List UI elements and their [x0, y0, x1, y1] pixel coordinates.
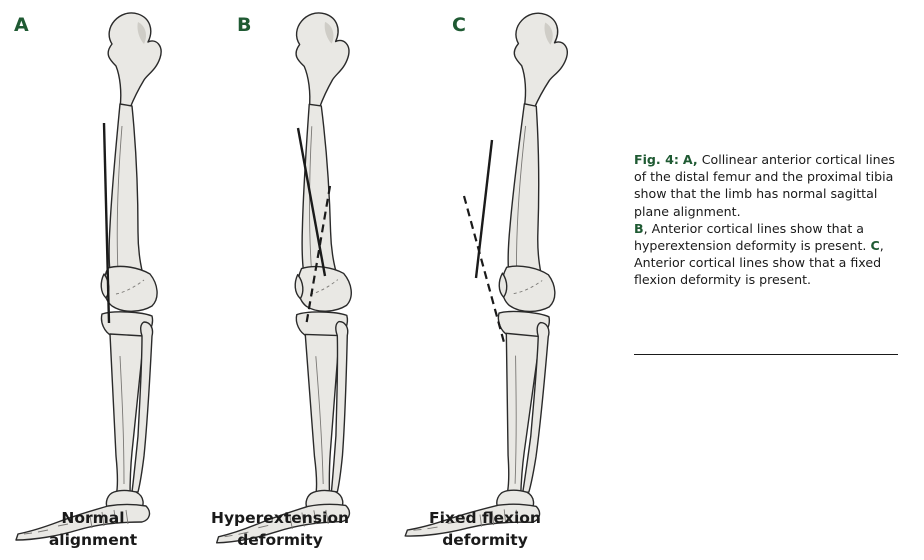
caption-fig-label: Fig. 4: [634, 152, 679, 167]
label-c-line2: deformity [442, 531, 528, 549]
label-fixed-flexion-deformity: Fixed flexion deformity [395, 507, 575, 551]
caption-letter-a: A, [682, 152, 698, 167]
caption-text-a: Collinear anterior cortical lines of the… [634, 152, 895, 219]
femoral-cortical-line-c [474, 139, 494, 279]
figure-caption: Fig. 4: A, Collinear anterior cortical l… [634, 151, 902, 289]
panel-letter-b: B [237, 14, 252, 36]
label-a-line2: alignment [48, 531, 138, 549]
leg-fixed-flexion [404, 8, 570, 542]
caption-text-c: , Anterior cortical lines show that a fi… [634, 238, 884, 288]
anterior-cortical-line-a [102, 122, 111, 324]
leg-normal [15, 12, 162, 541]
panel-letter-c: C [452, 14, 466, 36]
label-b-line1: Hyperextension [210, 509, 350, 527]
tibial-cortical-line-b [304, 185, 332, 327]
caption-text-b: , Anterior cortical lines show that a hy… [634, 220, 867, 254]
femoral-cortical-line-b [296, 127, 327, 277]
label-normal-alignment: Normal alignment [3, 507, 183, 551]
caption-divider [634, 354, 898, 355]
label-hyperextension-deformity: Hyperextension deformity [190, 507, 370, 551]
caption-letter-b: B [634, 220, 644, 236]
tibial-cortical-line-c [462, 195, 507, 347]
panel-letter-a: A [14, 14, 29, 36]
label-c-line1: Fixed flexion [429, 509, 541, 527]
label-a-line1: Normal [61, 509, 125, 527]
caption-letter-c: C [870, 238, 880, 254]
leg-hyperextension [202, 11, 363, 544]
label-b-line2: deformity [237, 531, 323, 549]
